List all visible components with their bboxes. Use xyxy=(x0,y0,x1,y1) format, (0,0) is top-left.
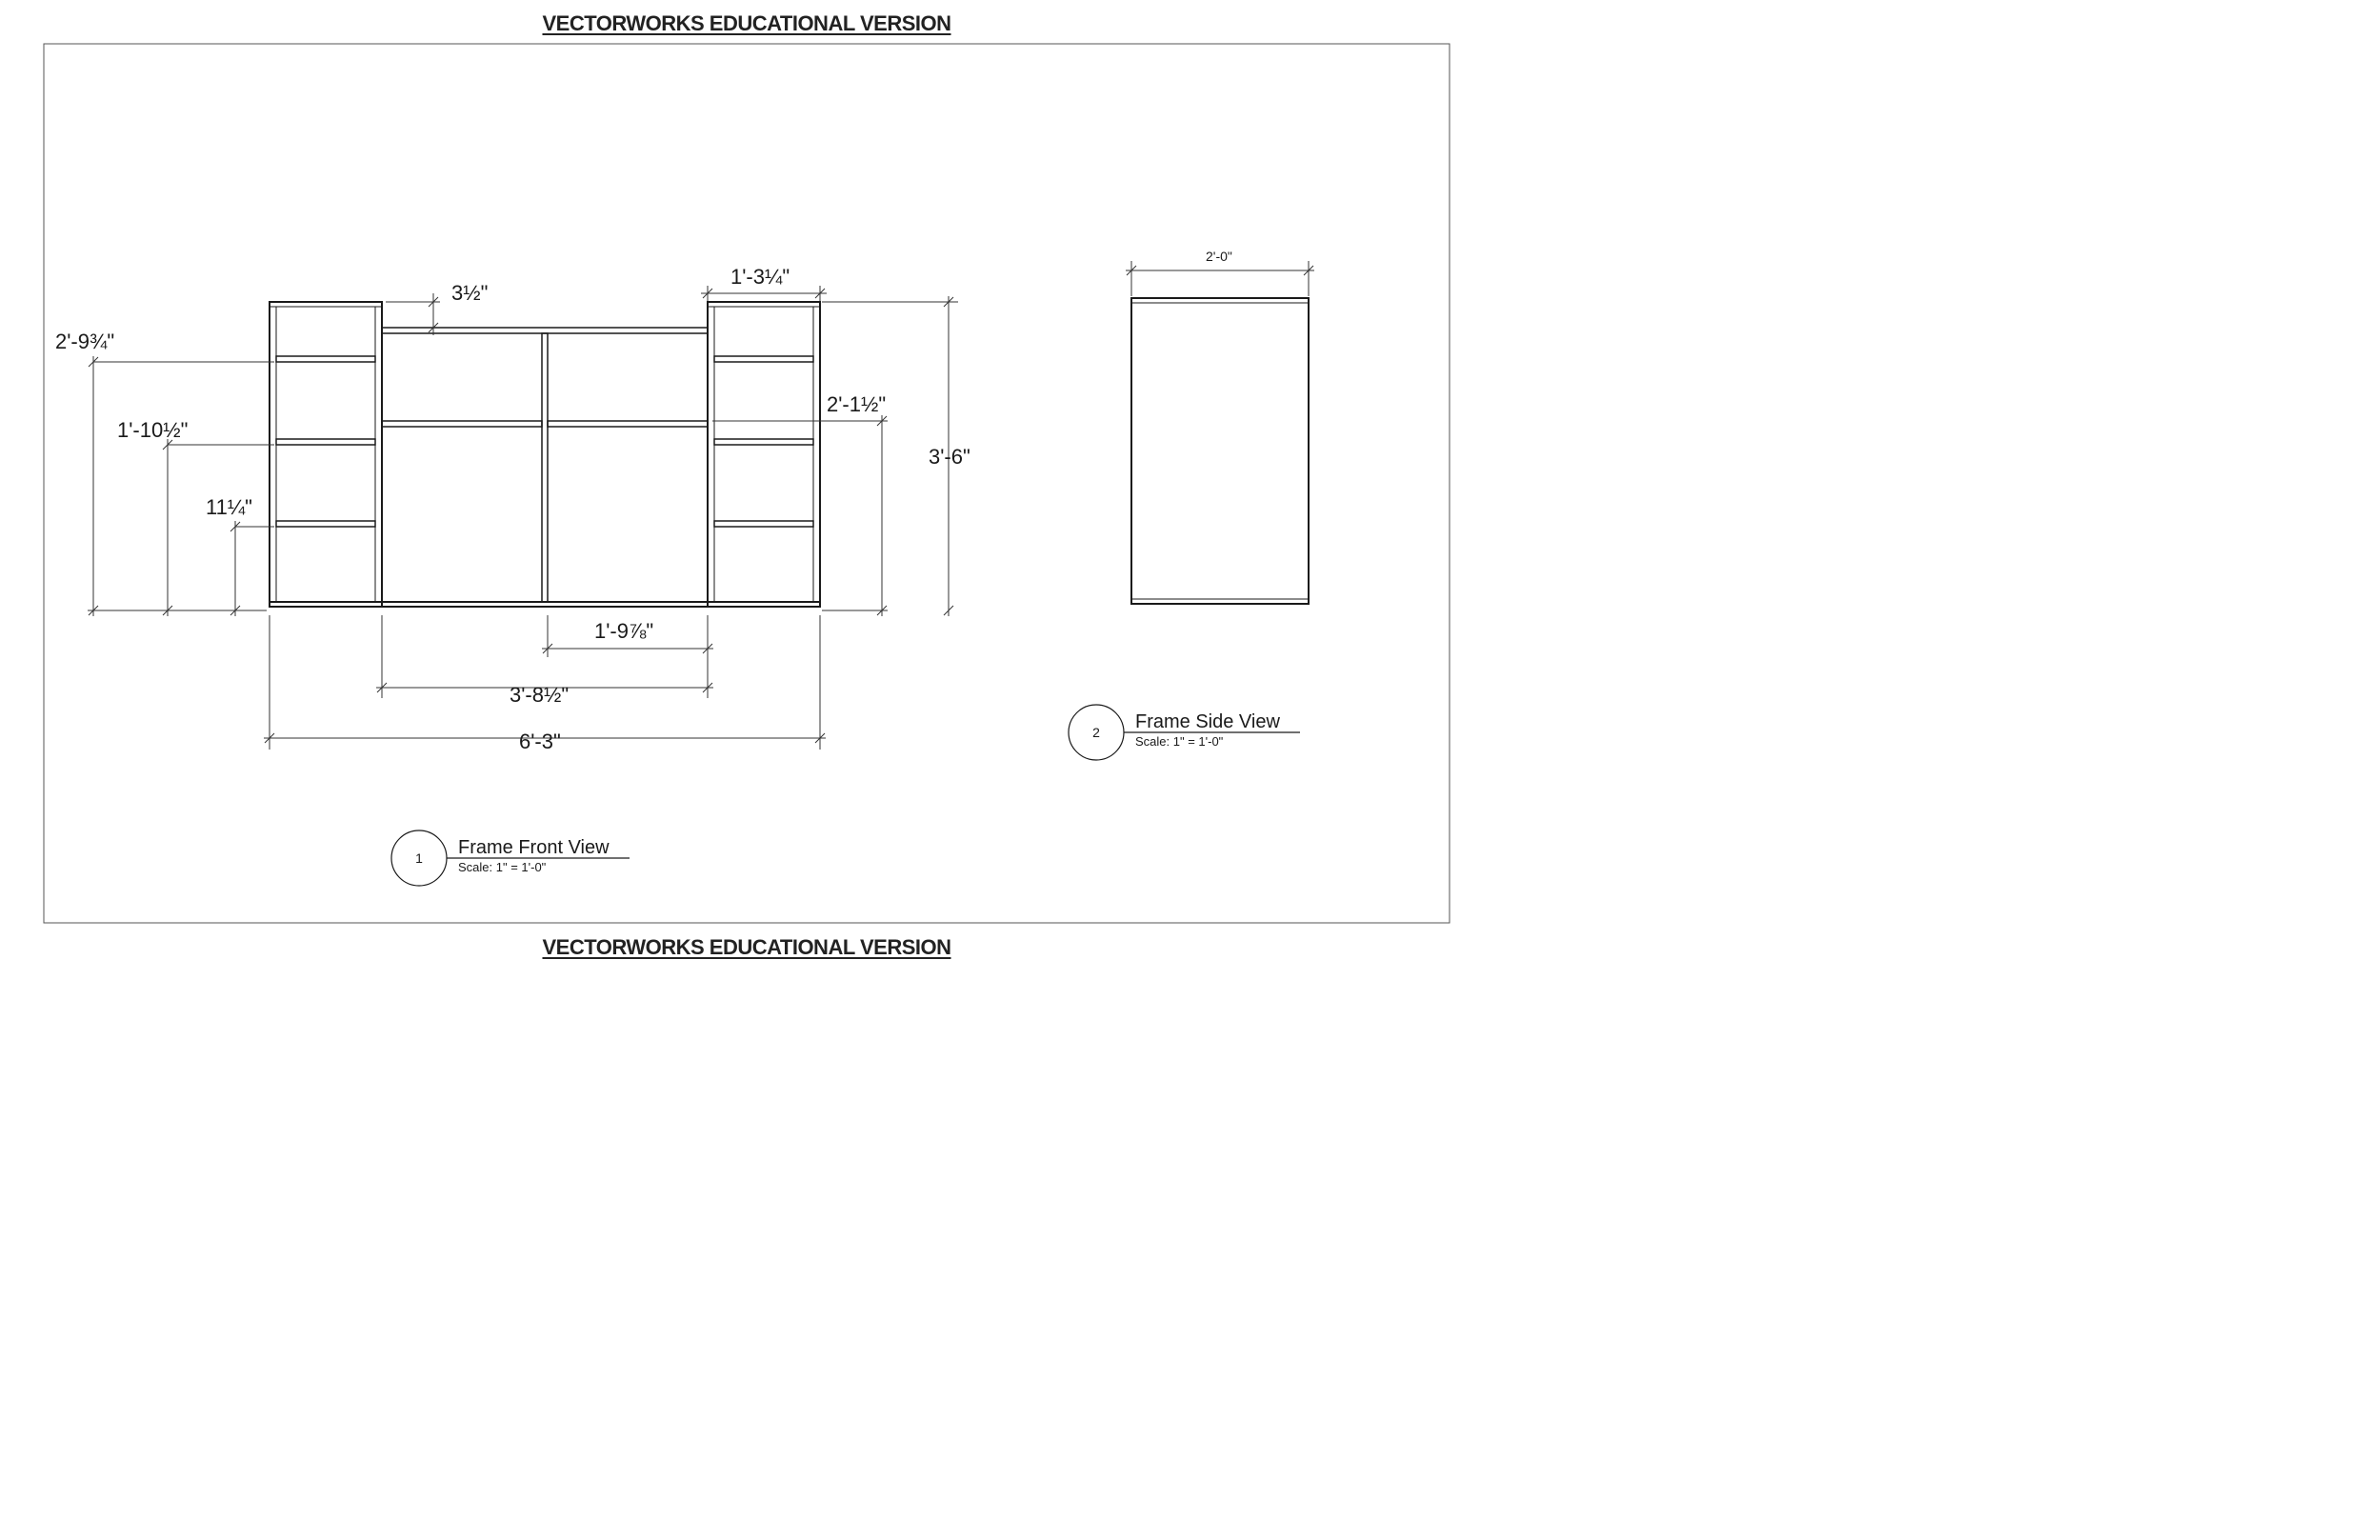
center-shelf-left xyxy=(381,420,543,428)
view-number: 2 xyxy=(1092,725,1100,740)
center-section xyxy=(381,327,709,603)
side-view-drawing xyxy=(1130,297,1310,605)
view-scale: Scale: 1" = 1'-0" xyxy=(1135,734,1224,749)
right-shelf-top xyxy=(713,355,814,363)
right-shelf-bottom xyxy=(713,520,814,528)
watermark-top: VECTORWORKS EDUCATIONAL VERSION xyxy=(0,11,1493,36)
view-scale: Scale: 1" = 1'-0" xyxy=(458,860,547,874)
watermark-top-text: VECTORWORKS EDUCATIONAL VERSION xyxy=(542,11,951,35)
dim-overall-width: 6'-3" xyxy=(519,730,561,753)
drawing-canvas: 3½" 1'-3¼" 2'-9¾" 1'-10½" 11¼" 2'-1½" 3'… xyxy=(43,43,1450,924)
left-shelf-middle xyxy=(275,438,376,446)
side-view-dimensions xyxy=(1126,261,1314,296)
left-shelf-bottom xyxy=(275,520,376,528)
base-rail xyxy=(269,601,821,608)
dim-side-depth: 2'-0" xyxy=(1206,249,1232,264)
dim-middle-shelf-height: 1'-10½" xyxy=(117,418,188,442)
center-shelf-right xyxy=(547,420,709,428)
dim-overall-height: 3'-6" xyxy=(929,445,970,469)
watermark-bottom: VECTORWORKS EDUCATIONAL VERSION xyxy=(0,935,1493,960)
front-view-drawing xyxy=(269,301,821,608)
dim-center-shelf-height: 2'-1½" xyxy=(827,392,886,416)
dim-top-shelf-height: 2'-9¾" xyxy=(55,330,114,353)
title-block-side: 2 Frame Side View Scale: 1" = 1'-0" xyxy=(1068,704,1300,761)
title-block-front: 1 Frame Front View Scale: 1" = 1'-0" xyxy=(390,830,630,887)
left-shelf-top xyxy=(275,355,376,363)
dim-bay-width: 1'-9⅞" xyxy=(594,619,653,643)
front-view-dimensions xyxy=(88,286,958,750)
right-shelf-middle xyxy=(713,438,814,446)
sheet-border xyxy=(43,43,1450,924)
dim-bottom-shelf-height: 11¼" xyxy=(206,495,252,519)
front-view-dimension-labels: 3½" 1'-3¼" 2'-9¾" 1'-10½" 11¼" 2'-1½" 3'… xyxy=(55,265,970,753)
drawing-sheet: VECTORWORKS EDUCATIONAL VERSION xyxy=(0,0,1493,967)
view-title: Frame Side View xyxy=(1135,711,1280,732)
watermark-bottom-text: VECTORWORKS EDUCATIONAL VERSION xyxy=(542,935,951,959)
view-number: 1 xyxy=(415,850,423,866)
center-divider xyxy=(541,332,549,603)
view-title: Frame Front View xyxy=(458,837,610,858)
dim-tower-width: 1'-3¼" xyxy=(730,265,790,289)
left-tower xyxy=(269,301,383,608)
dim-top-gap: 3½" xyxy=(451,281,488,305)
right-tower xyxy=(707,301,821,608)
dim-center-width: 3'-8½" xyxy=(510,683,569,707)
